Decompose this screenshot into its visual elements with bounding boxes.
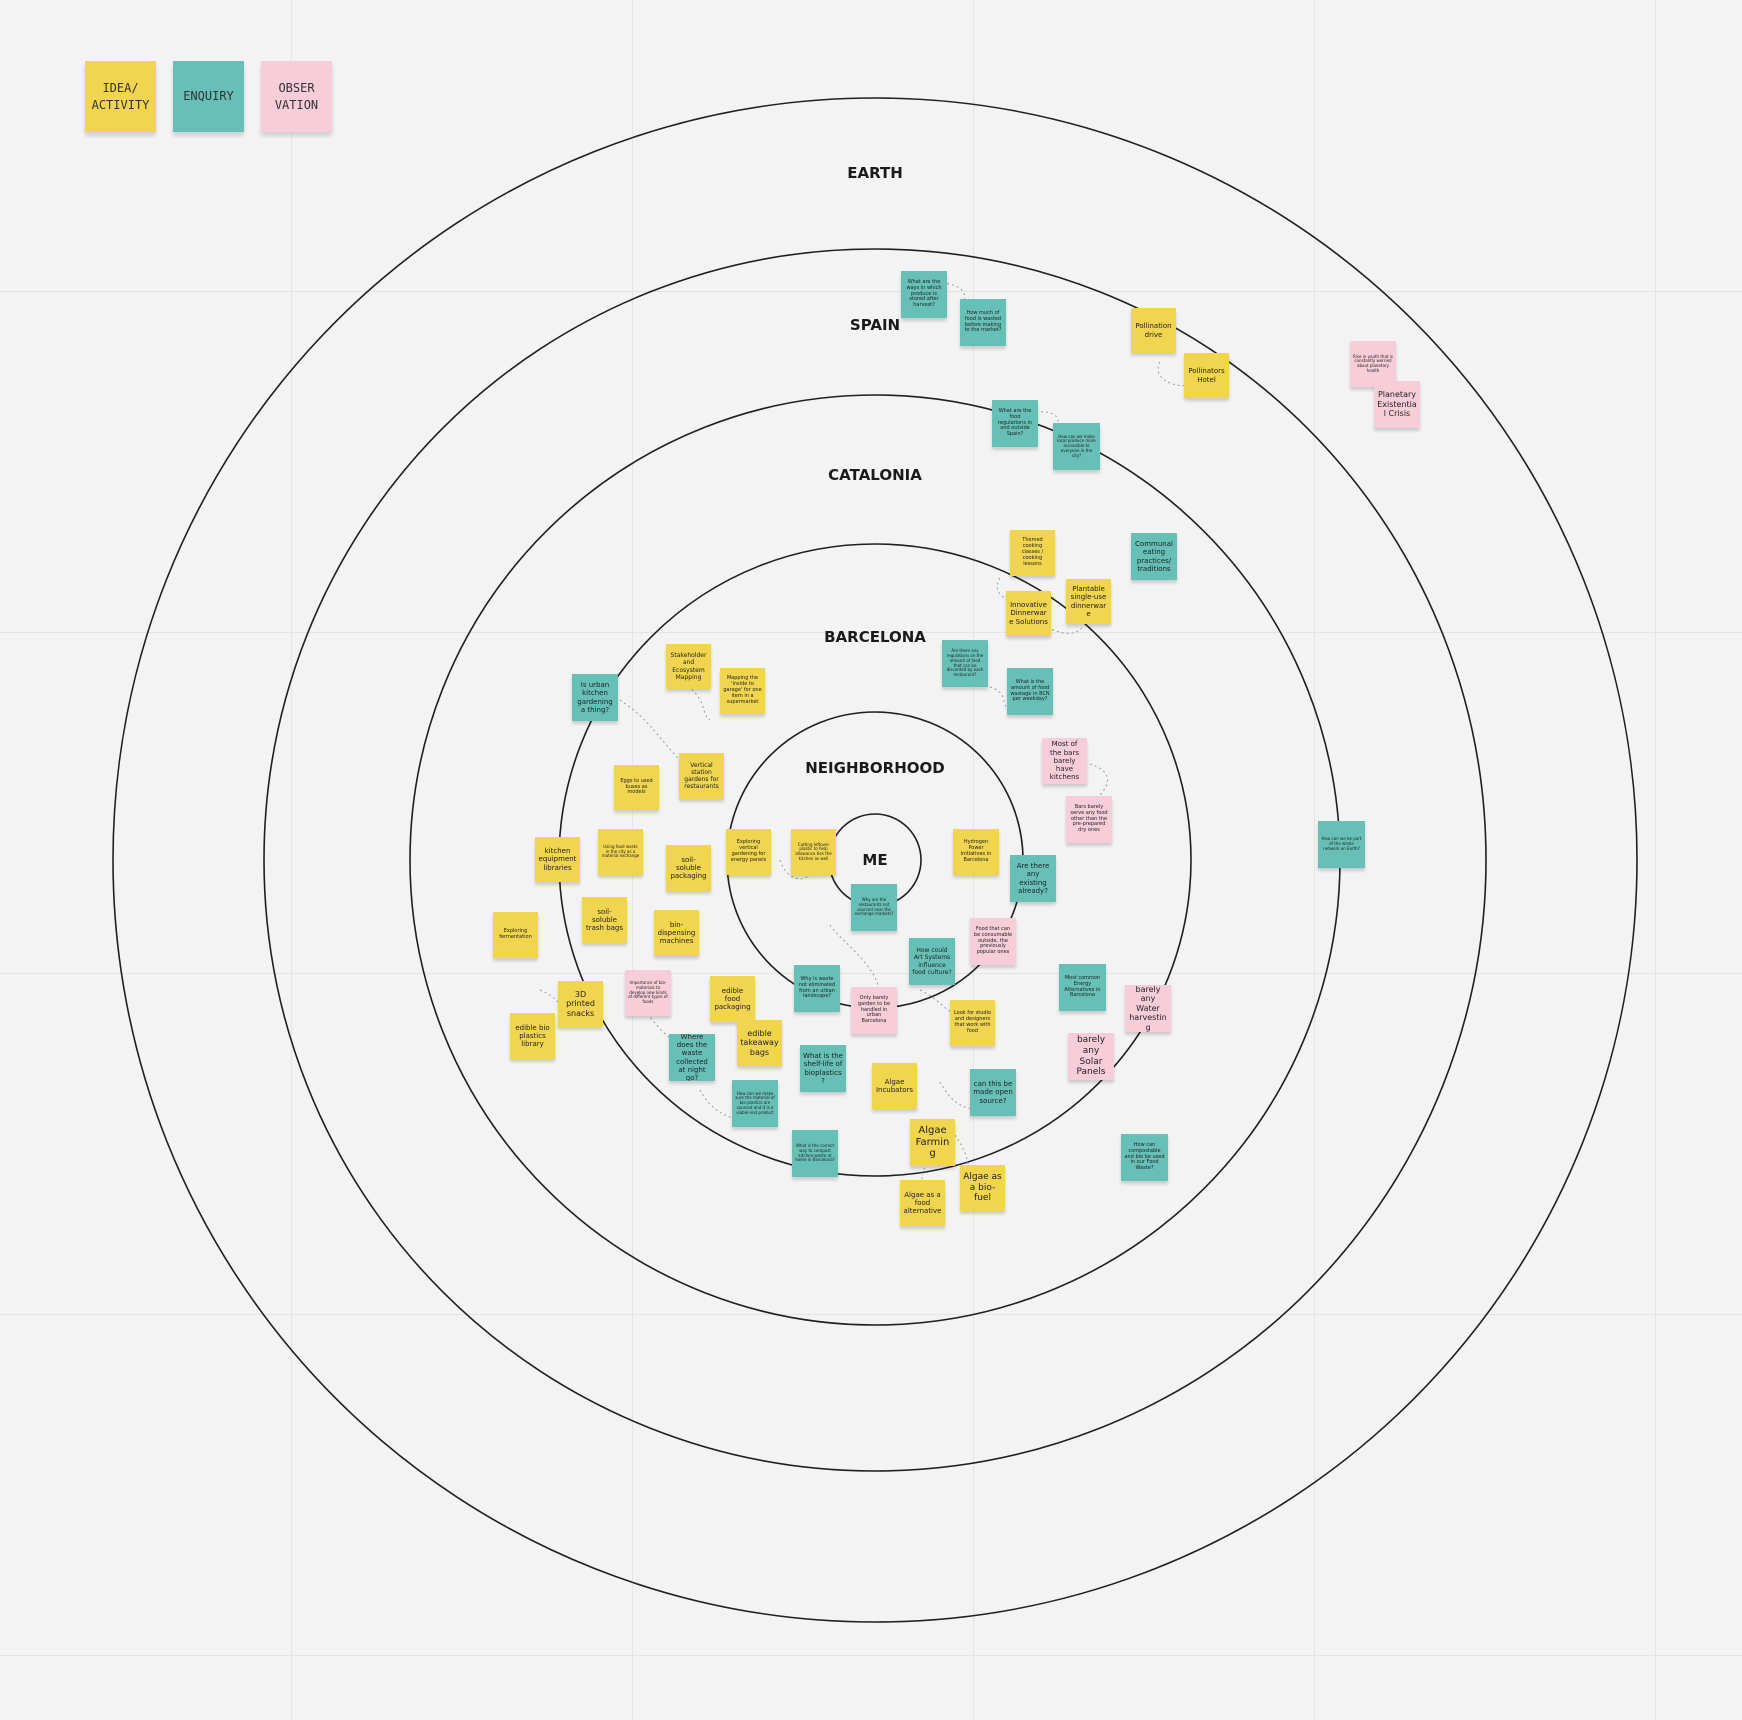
sticky-note[interactable]: Algae Farming [910, 1119, 955, 1166]
sticky-note[interactable]: Algae as a food alternative [900, 1180, 945, 1226]
sticky-note[interactable]: Algae Incubators [872, 1063, 917, 1109]
sticky-note[interactable]: Innovative Dinnerware Solutions [1006, 591, 1051, 636]
sticky-note[interactable]: edible takeaway bags [737, 1020, 782, 1066]
sticky-note[interactable]: How can we make sure the material of bio… [732, 1080, 778, 1127]
ring-label-catalonia: CATALONIA [828, 466, 922, 484]
sticky-note[interactable]: bin-dispensing machines [654, 910, 699, 956]
sticky-note[interactable]: Only barely garden to be handled in urba… [851, 987, 897, 1034]
sticky-note[interactable]: Bars barely serve any food other than th… [1066, 796, 1112, 843]
ring-label-earth: EARTH [847, 164, 903, 182]
sticky-note[interactable]: Algae as a bio-fuel [960, 1165, 1005, 1211]
sticky-note[interactable]: soil-soluble packaging [666, 845, 711, 891]
sticky-note[interactable]: How can compostable and bio be used in o… [1121, 1134, 1168, 1181]
sticky-note[interactable]: Why is waste not eliminated from an urba… [794, 965, 840, 1012]
sticky-note[interactable]: barely any Solar Panels [1068, 1033, 1114, 1080]
sticky-note[interactable]: What is the correct way to compost kitch… [792, 1130, 838, 1177]
sticky-note[interactable]: Food that can be consumable outside, the… [970, 918, 1016, 965]
sticky-note[interactable]: How much of food is wasted before making… [960, 299, 1006, 346]
sticky-note[interactable]: What are the food regulations in and out… [992, 400, 1038, 447]
sticky-note[interactable]: Are there any regulations on the amount … [942, 640, 988, 687]
sticky-note[interactable]: Look for studio and designers that work … [950, 1000, 995, 1046]
sticky-note[interactable]: What is the shelf-life of bioplastics? [800, 1045, 846, 1092]
sticky-note[interactable]: Planetary Existential Crisis [1374, 381, 1420, 428]
sticky-note[interactable]: Where does the waste collected at night … [669, 1034, 715, 1081]
sticky-note[interactable]: Is urban kitchen gardening a thing? [572, 674, 618, 721]
sticky-note[interactable]: Why are the restaurants not sourced near… [851, 884, 897, 931]
sticky-note[interactable]: Exploring vertical gardening for energy … [726, 829, 771, 875]
sticky-note[interactable]: Cutting leftover plastic to help allowan… [791, 829, 836, 875]
sticky-note[interactable]: Using food waste in the city as a materi… [598, 829, 643, 875]
sticky-note[interactable]: 3D printed snacks [558, 981, 603, 1027]
ring-label-spain: SPAIN [849, 316, 901, 334]
legend-idea-activity[interactable]: IDEA/ ACTIVITY [85, 61, 156, 132]
legend-observation[interactable]: OBSER VATION [261, 61, 332, 132]
sticky-note[interactable]: soil-soluble trash bags [582, 897, 627, 943]
sticky-note[interactable]: Stakeholder and Ecosystem Mapping [666, 644, 711, 689]
sticky-note[interactable]: Mapping the 'inside to garage' for one i… [720, 668, 765, 714]
legend-enquiry[interactable]: ENQUIRY [173, 61, 244, 132]
sticky-note[interactable]: Most common Energy Alternatives in Barce… [1059, 964, 1106, 1011]
ring-label-barcelona: BARCELONA [824, 628, 926, 646]
sticky-note[interactable]: kitchen equipment libraries [535, 837, 580, 882]
sticky-note[interactable]: Themed cooking classes / cooking lessons [1010, 530, 1055, 576]
sticky-note[interactable]: Hydrogen Power Initiatives in Barcelona [953, 829, 999, 875]
sticky-note[interactable]: How can we make local produce more acces… [1053, 423, 1100, 470]
sticky-note[interactable]: Are there any existing already? [1010, 855, 1056, 902]
sticky-note[interactable]: Plantable single-use dinnerware [1066, 579, 1111, 624]
sticky-note[interactable]: Pollinators Hotel [1184, 353, 1229, 398]
sticky-note[interactable]: barely any Water harvesting [1125, 985, 1171, 1032]
sticky-note[interactable]: What are the ways in which produce is st… [901, 271, 947, 318]
sticky-note[interactable]: Pollination drive [1131, 308, 1176, 353]
ring-label-me: ME [862, 851, 888, 869]
sticky-note[interactable]: Most of the bars barely have kitchens [1042, 738, 1087, 784]
sticky-note[interactable]: Communal eating practices/ traditions [1131, 533, 1177, 580]
sticky-note[interactable]: What is the amount of food wastage in BC… [1007, 668, 1053, 715]
sticky-note[interactable]: How could Art Systems influence food cul… [909, 938, 955, 985]
sticky-note[interactable]: Exploring fermentation [493, 912, 538, 958]
sticky-note[interactable]: Eggs to used buses as models [614, 765, 659, 810]
sticky-note[interactable]: edible food packaging [710, 976, 755, 1022]
sticky-note[interactable]: Vertical station gardens for restaurants [679, 753, 724, 799]
ring-label-neighborhood: NEIGHBORHOOD [805, 759, 945, 777]
sticky-note[interactable]: Rise in youth that is constantly worried… [1350, 341, 1396, 387]
sticky-note[interactable]: How can we be part of the whole network … [1318, 821, 1365, 868]
sticky-note[interactable]: edible bio plastics library [510, 1013, 555, 1059]
sticky-note[interactable]: can this be made open source? [970, 1069, 1016, 1116]
sticky-note[interactable]: Importance of bio-materials to develop n… [625, 970, 671, 1016]
